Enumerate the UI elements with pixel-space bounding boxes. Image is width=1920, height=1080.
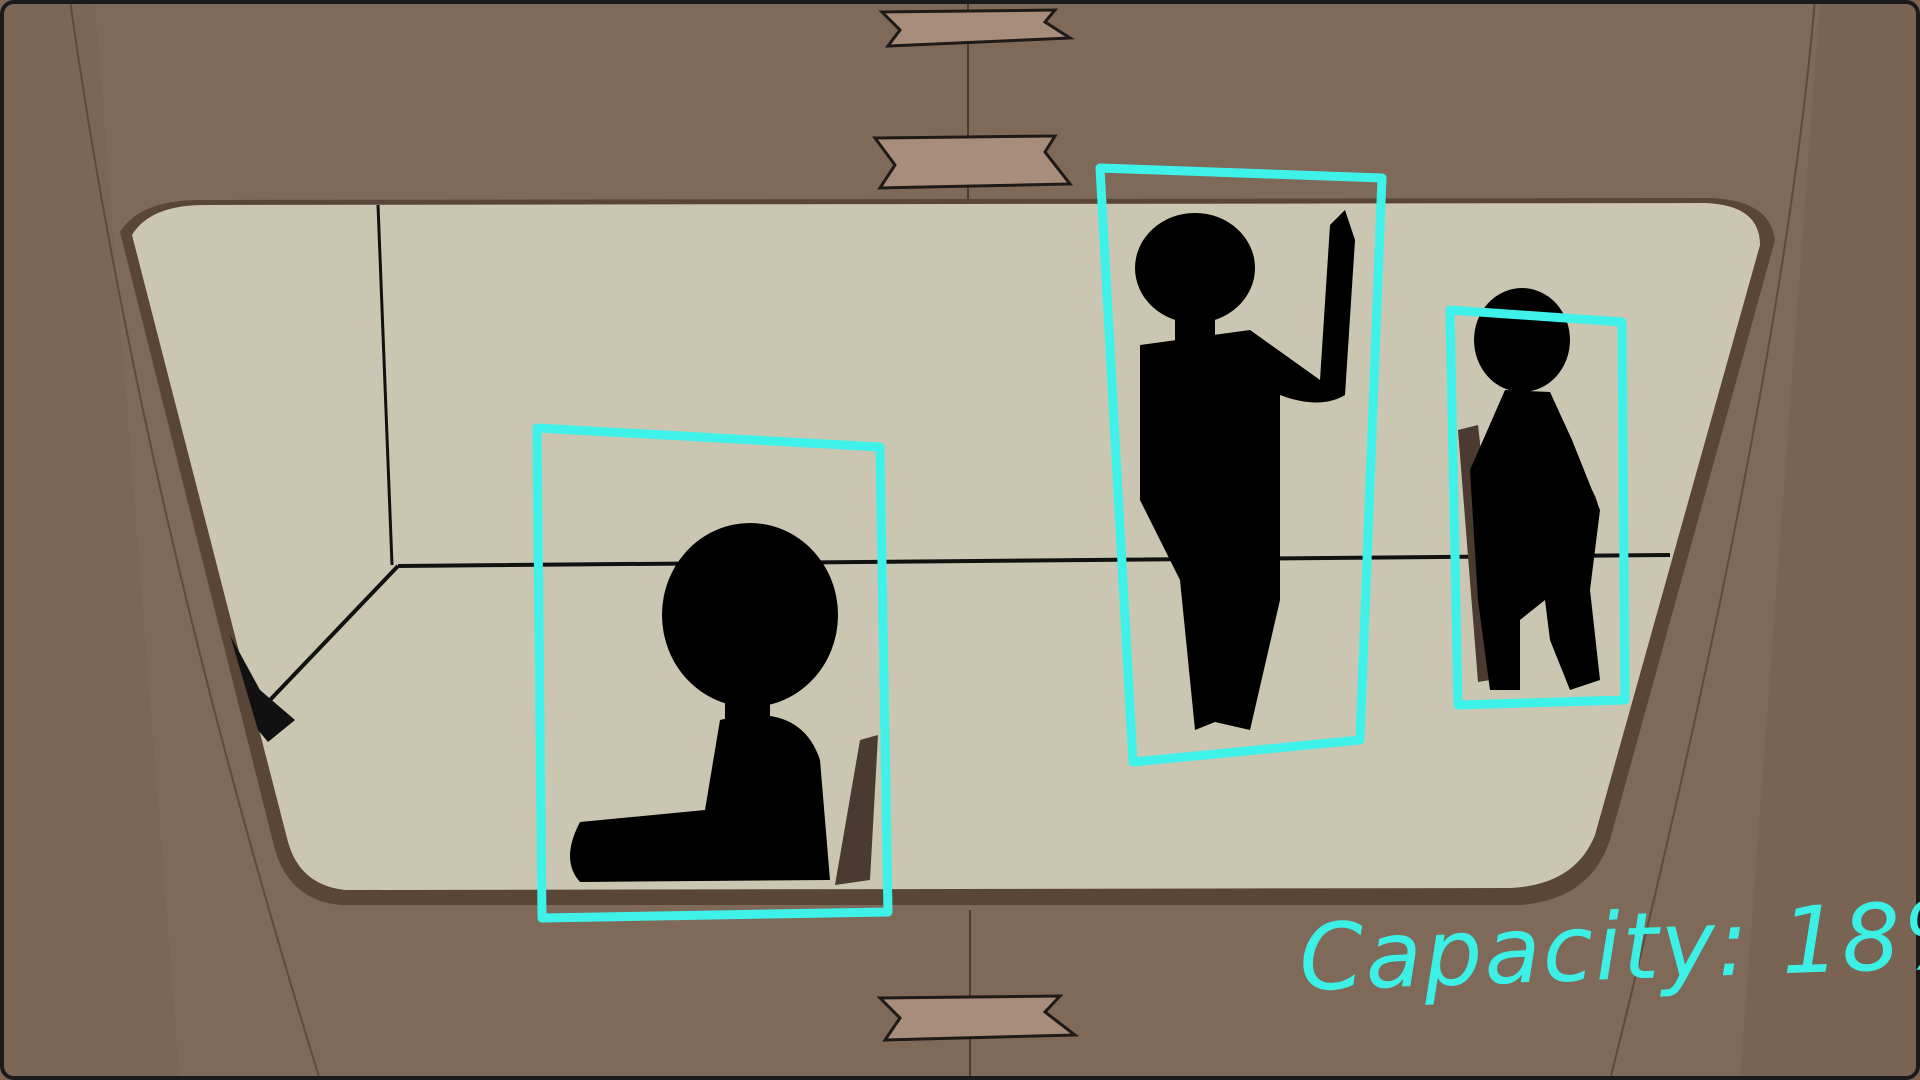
detection-box-seated xyxy=(532,423,893,923)
cardboard-shading-right xyxy=(1740,0,1920,1080)
cardboard-shading-left xyxy=(0,0,180,1080)
standing-person-silhouette xyxy=(1135,210,1355,730)
camera-object xyxy=(230,635,295,742)
seated-person-silhouette xyxy=(570,523,878,885)
detection-box-standing xyxy=(1095,163,1387,767)
crease-left xyxy=(69,0,321,1080)
capacity-label: Capacity: 18% xyxy=(1297,880,1920,1012)
tape-top xyxy=(878,8,1075,48)
tape-middle xyxy=(872,134,1074,190)
detection-box-chair-person xyxy=(1445,305,1630,710)
room-corner-line xyxy=(376,204,394,566)
crease-right xyxy=(1609,0,1816,1080)
floor-left-line xyxy=(268,564,400,702)
tape-bottom xyxy=(876,994,1080,1042)
